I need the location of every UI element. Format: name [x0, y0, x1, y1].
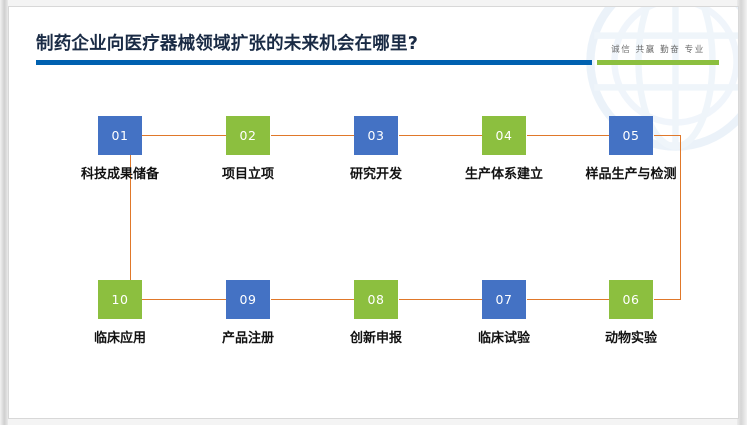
flow-node-05-number: 05 — [609, 116, 653, 155]
frame-top-edge — [0, 0, 747, 6]
connector-left-vertical — [130, 135, 131, 299]
flow-node-05-label: 样品生产与检测 — [585, 167, 677, 182]
connector-right-vertical — [680, 135, 681, 299]
flow-node-04-label: 生产体系建立 — [464, 167, 543, 182]
flow-node-06-label: 动物实验 — [604, 331, 657, 346]
flow-node-07-label: 临床试验 — [477, 331, 530, 346]
flow-node-10-number: 10 — [98, 280, 142, 319]
connector-top-3-4 — [399, 135, 483, 136]
flow-node-09-label: 产品注册 — [221, 331, 274, 346]
connector-top-4-5 — [527, 135, 610, 136]
slide-canvas: 制药企业向医疗器械领域扩张的未来机会在哪里? 诚信 共赢 勤奋 专业 — [8, 6, 739, 419]
connector-top-2-3 — [271, 135, 355, 136]
flow-node-02-label: 项目立项 — [221, 167, 274, 182]
connector-bottom-10-9 — [143, 299, 227, 300]
page-title: 制药企业向医疗器械领域扩张的未来机会在哪里? — [36, 34, 419, 54]
frame-bottom-edge — [0, 417, 747, 425]
flow-node-08-number: 08 — [354, 280, 398, 319]
flow-node-03-number: 03 — [354, 116, 398, 155]
connector-left-top — [130, 135, 155, 136]
connector-bottom-8-7 — [399, 299, 483, 300]
connector-bottom-7-6 — [527, 299, 610, 300]
flow-node-01-number: 01 — [98, 116, 142, 155]
title-underline-green — [597, 60, 719, 65]
company-tagline: 诚信 共赢 勤奋 专业 — [611, 45, 705, 55]
flow-node-10-label: 临床应用 — [93, 331, 146, 346]
connector-right-bottom — [654, 299, 681, 300]
flow-node-01-label: 科技成果储备 — [80, 167, 159, 182]
connector-top-1-2 — [143, 135, 227, 136]
flow-node-02-number: 02 — [226, 116, 270, 155]
flow-node-04-number: 04 — [482, 116, 526, 155]
connector-bottom-9-8 — [271, 299, 355, 300]
flow-node-07-number: 07 — [482, 280, 526, 319]
flow-node-03-label: 研究开发 — [349, 167, 402, 182]
frame-left-edge — [0, 0, 8, 425]
flow-node-09-number: 09 — [226, 280, 270, 319]
process-flow-diagram: 01 科技成果储备 02 项目立项 03 研究开发 04 生产体系建立 05 样… — [9, 7, 738, 418]
connector-left-bottom — [130, 299, 155, 300]
frame-right-edge — [737, 0, 747, 425]
connector-right-top — [654, 135, 681, 136]
title-underline-blue — [36, 60, 592, 65]
flow-node-08-label: 创新申报 — [349, 331, 402, 346]
flow-node-06-number: 06 — [609, 280, 653, 319]
